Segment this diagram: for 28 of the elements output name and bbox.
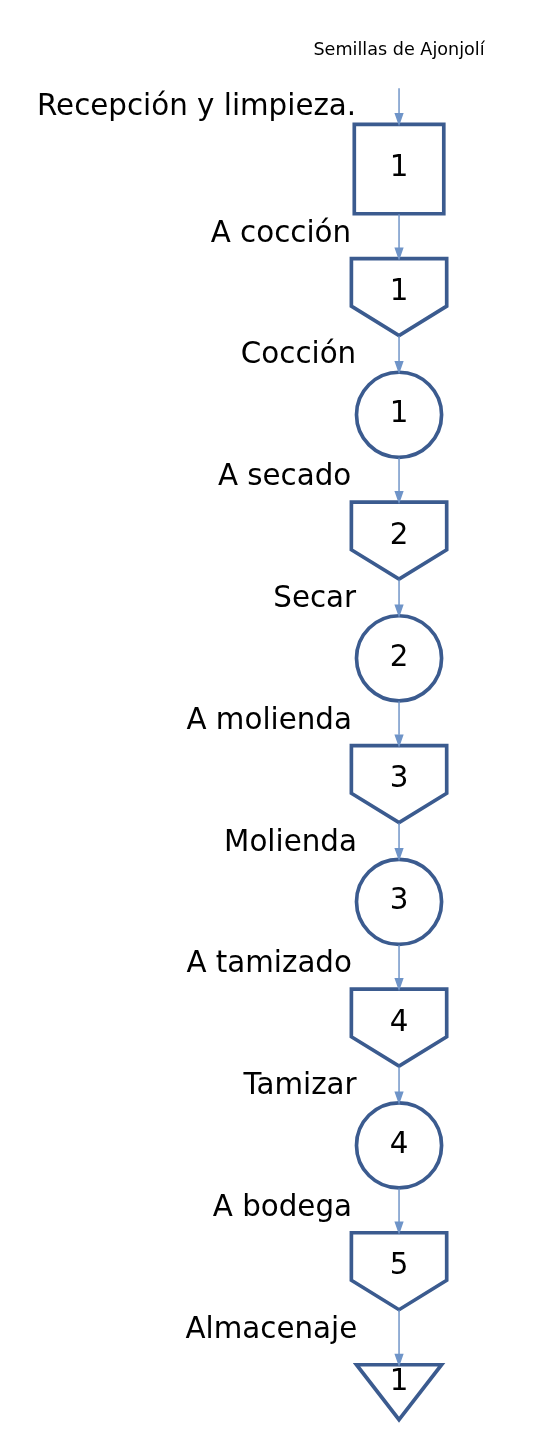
node-label: Molienda [224,823,357,858]
node-label: Almacenaje [185,1310,358,1345]
arrow [394,578,404,618]
arrow [394,87,404,127]
node-label: Recepción y limpieza. [37,88,357,123]
node-circle: 3 [354,857,444,947]
node-circle: 2 [354,613,444,703]
node-label: Secar [273,579,357,614]
arrow [394,944,404,992]
node-circle: 1 [354,370,444,460]
arrow [394,700,404,748]
node-label: A molienda [186,701,352,736]
arrow [394,822,404,862]
node-circle: 4 [354,1101,444,1190]
node-label: A cocción [210,214,352,249]
node-text: Semillas de Ajonjolí [313,39,485,60]
arrow [394,1309,404,1367]
node-label: Cocción [240,336,357,371]
arrow [394,213,404,261]
node-label: A tamizado [186,945,352,980]
node-label: A bodega [212,1188,353,1223]
node-box: 1 [352,122,446,216]
arrow [394,1065,404,1105]
arrow [394,335,404,375]
node-label: A secado [217,458,352,493]
arrow [394,1187,404,1235]
node-label: Tamizar [243,1067,357,1102]
arrow [394,457,404,505]
